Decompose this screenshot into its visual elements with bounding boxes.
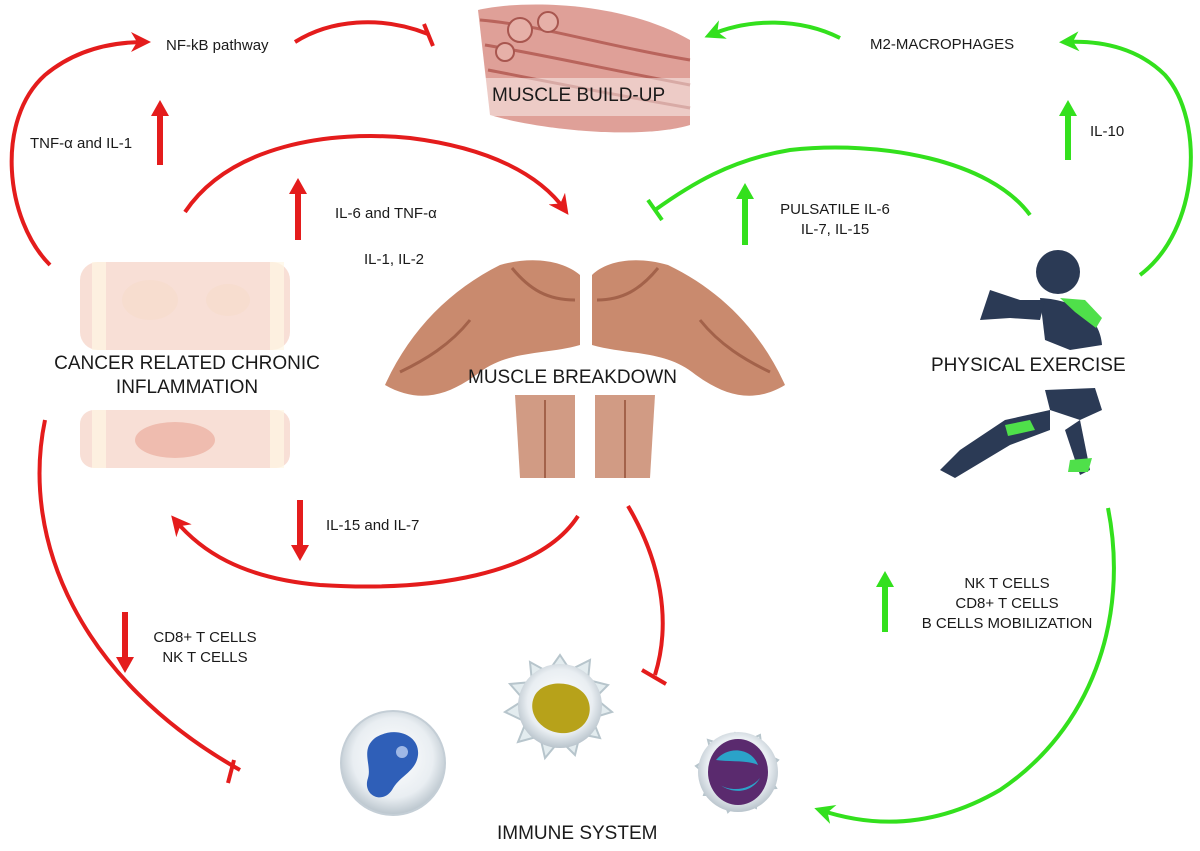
label-pulsatile: PULSATILE IL-6 IL-7, IL-15 xyxy=(770,200,900,240)
inhibit-bar-immune-1 xyxy=(640,668,668,686)
label-mobilization-line3: B CELLS MOBILIZATION xyxy=(921,615,1093,632)
up-arrow-mobilization xyxy=(876,571,894,632)
node-inflammation-line2: INFLAMMATION xyxy=(115,377,259,398)
label-mobilization-line1: NK T CELLS xyxy=(964,575,1050,592)
up-arrow-pulsatile xyxy=(736,183,754,245)
label-nfkb: NF-kB pathway xyxy=(166,37,269,54)
inhibit-bar-immune-2 xyxy=(226,759,236,784)
label-m2-macrophages: M2-MACROPHAGES xyxy=(870,36,1015,53)
node-muscle-breakdown: MUSCLE BREAKDOWN xyxy=(468,367,678,388)
label-mobilization-line2: CD8+ T CELLS xyxy=(955,595,1059,612)
inflamed-tissue-illustration xyxy=(80,262,290,468)
down-arrow-cd8 xyxy=(116,612,134,673)
node-physical-exercise: PHYSICAL EXERCISE xyxy=(931,355,1126,376)
node-muscle-buildup: MUSCLE BUILD-UP xyxy=(492,85,666,106)
immune-cell-purple-illustration xyxy=(694,731,780,814)
label-il1-il2: IL-1, IL-2 xyxy=(364,251,425,268)
label-il10: IL-10 xyxy=(1090,123,1125,140)
immune-cell-blue-illustration xyxy=(340,710,446,816)
node-inflammation: CANCER RELATED CHRONIC INFLAMMATION xyxy=(52,352,322,400)
muscle-fiber-illustration xyxy=(478,4,691,133)
runner-silhouette-illustration xyxy=(940,250,1102,478)
arrow-exercise-to-m2 xyxy=(1059,31,1193,277)
arrow-breakdown-to-inflammation xyxy=(171,514,580,589)
arrow-exercise-to-immune xyxy=(814,507,1116,824)
arrow-m2-to-buildup xyxy=(704,20,841,40)
up-arrow-tnf-il1 xyxy=(151,100,169,165)
arrow-inflammation-to-nfkb xyxy=(9,32,151,267)
muscle-torso-illustration xyxy=(385,260,785,478)
up-arrow-il6 xyxy=(289,178,307,240)
immune-cell-yellow-illustration xyxy=(502,653,615,761)
arrow-inflammation-to-breakdown xyxy=(183,134,569,215)
inhibit-exercise-to-breakdown xyxy=(653,145,1032,217)
label-mobilization: NK T CELLS CD8+ T CELLS B CELLS MOBILIZA… xyxy=(912,574,1102,634)
up-arrow-il10 xyxy=(1059,100,1077,160)
label-pulsatile-line2: IL-7, IL-15 xyxy=(800,221,870,238)
label-pulsatile-line1: PULSATILE IL-6 xyxy=(780,201,890,218)
label-cd8-nk-line1: CD8+ T CELLS xyxy=(153,629,257,646)
label-cd8-nk: CD8+ T CELLS NK T CELLS xyxy=(140,628,270,668)
node-immune-system: IMMUNE SYSTEM xyxy=(497,823,658,844)
inhibit-bar-buildup xyxy=(422,23,435,47)
node-inflammation-line1: CANCER RELATED CHRONIC xyxy=(54,353,320,374)
inhibit-bar-breakdown xyxy=(646,198,664,222)
label-tnf-il1: TNF-α and IL-1 xyxy=(30,135,133,152)
label-cd8-nk-line2: NK T CELLS xyxy=(162,649,248,666)
inhibit-nfkb-to-buildup xyxy=(293,20,429,44)
label-il6-tnf: IL-6 and TNF-α xyxy=(335,205,437,222)
inhibit-inflammation-to-immune xyxy=(37,419,241,772)
label-il15-il7: IL-15 and IL-7 xyxy=(326,517,420,534)
inhibit-breakdown-to-immune xyxy=(626,504,665,676)
down-arrow-il15 xyxy=(291,500,309,561)
